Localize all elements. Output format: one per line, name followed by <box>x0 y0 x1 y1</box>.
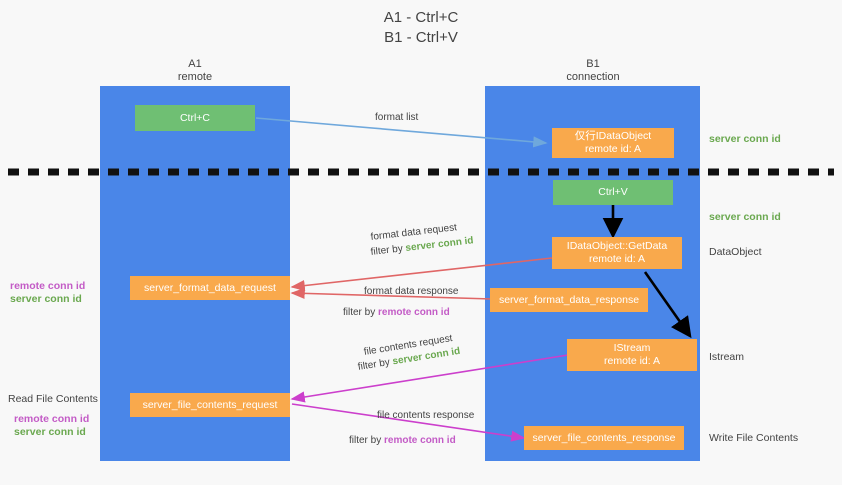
node-ctrl-v[interactable]: Ctrl+V <box>553 180 673 205</box>
filter-prefix-4: filter by <box>349 435 385 446</box>
node-istream[interactable]: IStream remote id: A <box>567 339 697 371</box>
right-label-server-conn-id-top: server conn id <box>709 133 781 145</box>
node-server-format-data-request[interactable]: server_format_data_request <box>130 276 290 300</box>
node-server-file-contents-response[interactable]: server_file_contents_response <box>524 426 684 450</box>
filter-key-remote-conn-id-1: remote conn id <box>378 307 450 318</box>
filter-prefix-2: filter by <box>343 307 379 318</box>
right-label-write-file-contents: Write File Contents <box>709 432 799 444</box>
right-label-server-conn-id-second: server conn id <box>709 211 781 223</box>
left-label-server-conn-id-upper: server conn id <box>10 293 82 305</box>
node-idataobject[interactable]: 仅行IDataObject remote id: A <box>552 128 674 158</box>
left-label-server-conn-id-lower: server conn id <box>14 426 86 438</box>
edge-label-format-list: format list <box>375 112 419 123</box>
right-label-dataobject: DataObject <box>709 246 762 258</box>
filter-key-remote-conn-id-2: remote conn id <box>384 435 456 446</box>
filter-prefix-1: filter by <box>370 243 407 258</box>
column-header-a1: A1 remote <box>177 58 213 83</box>
filter-prefix-3: filter by <box>357 356 394 373</box>
diagram-title: A1 - Ctrl+C B1 - Ctrl+V <box>383 9 459 46</box>
right-label-istream: Istream <box>709 351 745 363</box>
left-label-remote-conn-id-lower: remote conn id <box>14 413 90 425</box>
edge-label-format-data-response: format data response <box>364 286 459 297</box>
edge-label-file-contents-response-filter: filter by remote conn id <box>349 434 456 448</box>
edge-label-format-data-response-filter: filter by remote conn id <box>343 306 450 320</box>
edge-label-file-contents-response: file contents response <box>377 410 475 421</box>
left-label-read-file-contents: Read File Contents <box>8 393 98 405</box>
node-ctrl-c[interactable]: Ctrl+C <box>135 105 255 131</box>
node-idataobject-getdata[interactable]: IDataObject::GetData remote id: A <box>552 237 682 269</box>
column-header-b1: B1 connection <box>566 58 620 83</box>
node-server-format-data-response[interactable]: server_format_data_response <box>490 288 648 312</box>
left-label-remote-conn-id-upper: remote conn id <box>10 280 86 292</box>
node-server-file-contents-request[interactable]: server_file_contents_request <box>130 393 290 417</box>
